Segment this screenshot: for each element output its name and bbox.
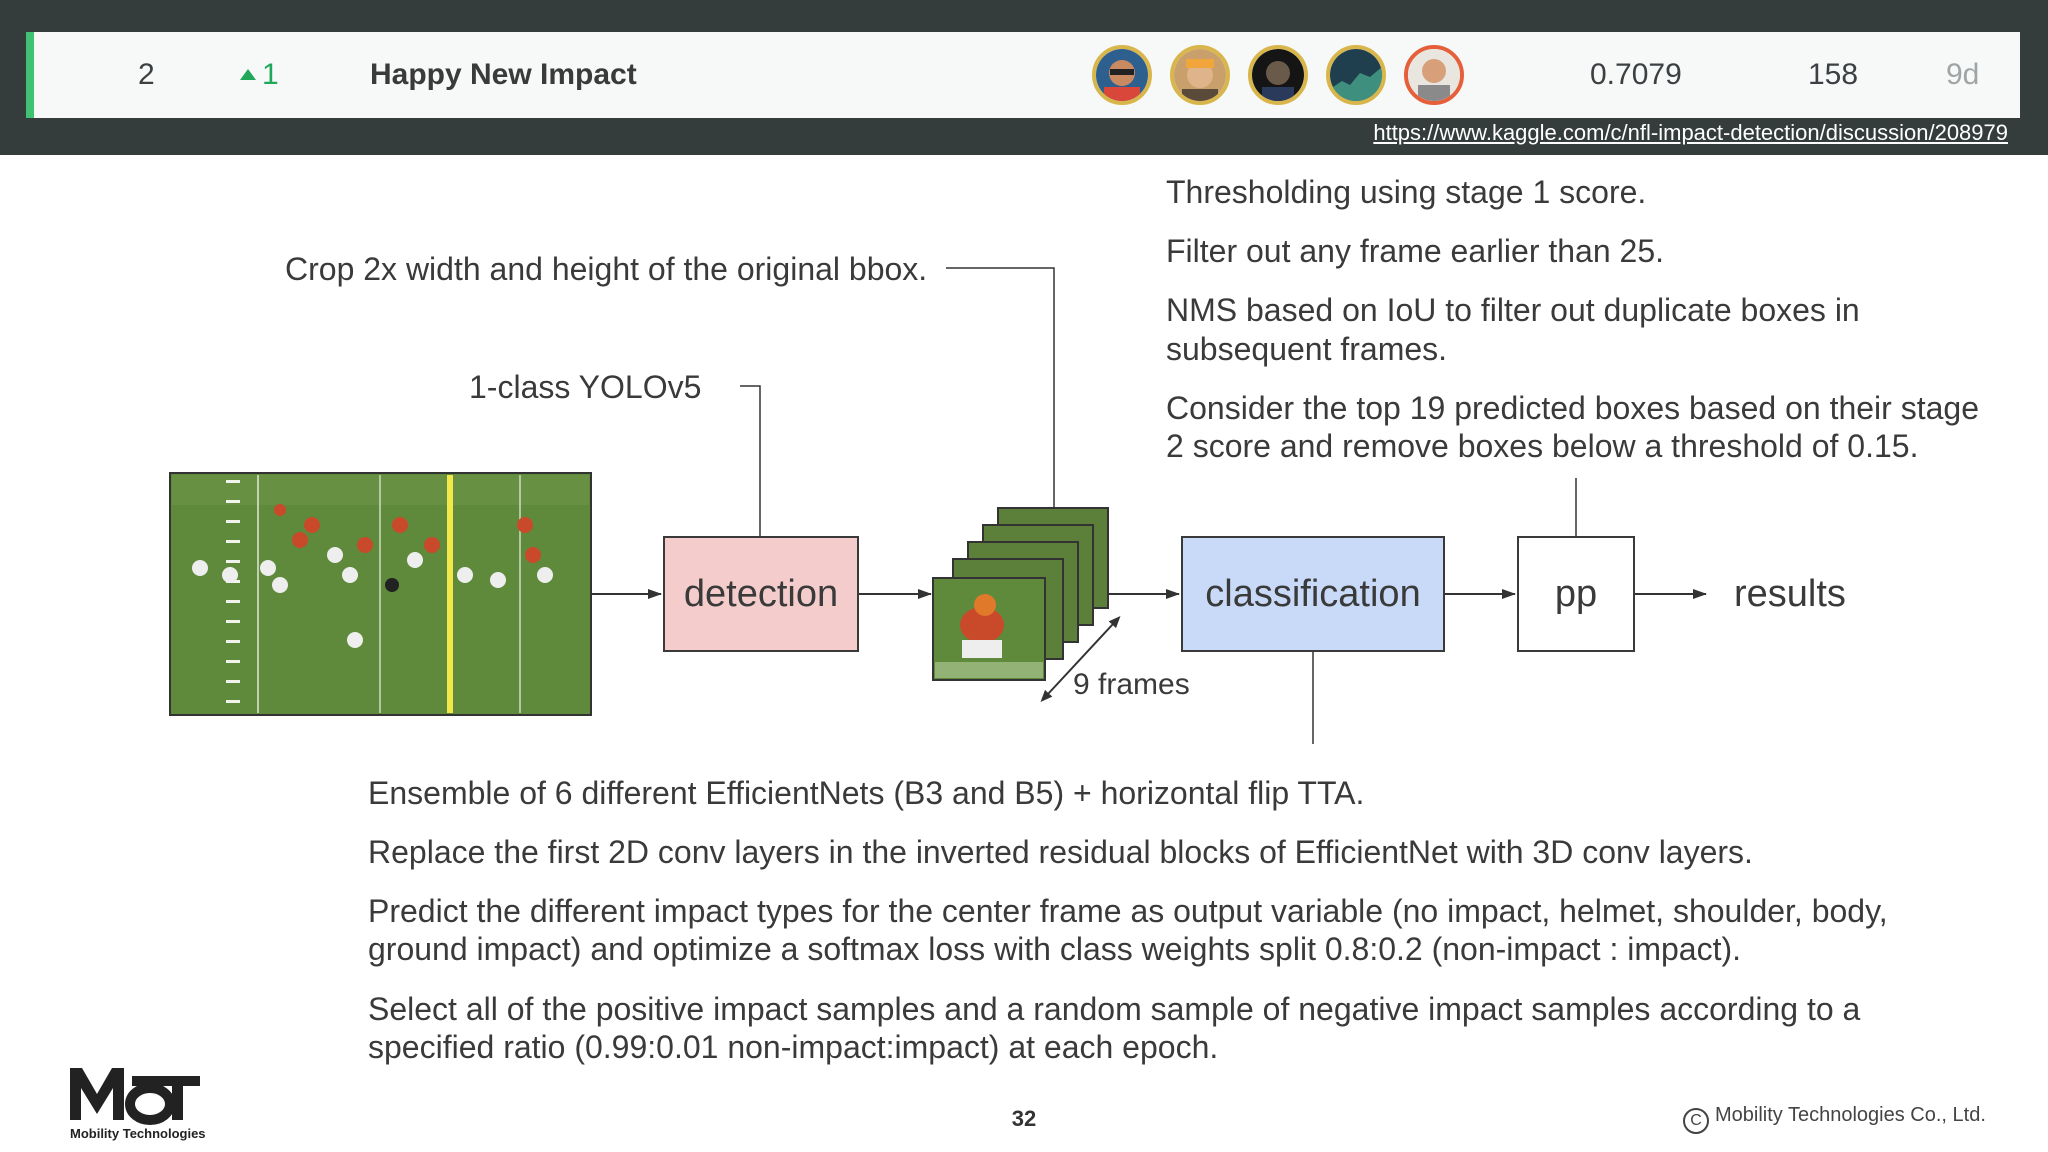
pp-note-line: 2 score and remove boxes below a thresho… [1166, 428, 1919, 464]
team-member-avatar[interactable] [1248, 45, 1308, 105]
classification-note-line: Ensemble of 6 different EfficientNets (B… [368, 775, 1365, 811]
pp-note-line: Thresholding using stage 1 score. [1166, 174, 1647, 210]
top-banner: 2 1 Happy New Impact 0.7079 158 9d https… [0, 0, 2048, 155]
classification-note-line: Predict the different impact types for t… [368, 893, 1888, 929]
crop-note: Crop 2x width and height of the original… [285, 251, 928, 287]
rank-change: 1 [240, 32, 279, 118]
mot-logo-icon [70, 1068, 200, 1125]
frames-depth-arrow [1040, 615, 1121, 703]
copyright: C Mobility Technologies Co., Ltd. [1683, 1104, 1986, 1134]
logo-text: Mobility Technologies [70, 1126, 206, 1141]
frames-label: 9 frames [1073, 668, 1190, 701]
classification-box: classification [1181, 536, 1445, 652]
leaderboard-last: 9d [1946, 58, 1980, 91]
frame-stack [932, 507, 1109, 681]
classification-note-line: ground impact) and optimize a softmax lo… [368, 931, 1742, 967]
pp-note-line: subsequent frames. [1166, 331, 1448, 367]
crop-callout-line [946, 267, 1055, 508]
team-member-avatar[interactable] [1326, 45, 1386, 105]
player-crop-image [932, 577, 1046, 681]
pp-note-line: Consider the top 19 predicted boxes base… [1166, 390, 1979, 426]
up-arrow-icon [240, 69, 256, 80]
copyright-icon: C [1683, 1108, 1709, 1134]
leaderboard-row[interactable]: 2 1 Happy New Impact 0.7079 158 9d [26, 32, 2020, 118]
team-member-avatar[interactable] [1404, 45, 1464, 105]
pp-note-line: Filter out any frame earlier than 25. [1166, 233, 1665, 269]
results-label: results [1734, 573, 1846, 615]
team-member-avatar[interactable] [1092, 45, 1152, 105]
page-number: 32 [1011, 1106, 1037, 1131]
discussion-link[interactable]: https://www.kaggle.com/c/nfl-impact-dete… [1373, 120, 2008, 145]
copyright-text: Mobility Technologies Co., Ltd. [1715, 1104, 1986, 1126]
team-member-avatar[interactable] [1170, 45, 1230, 105]
rank-change-value: 1 [262, 58, 279, 91]
detection-box: detection [663, 536, 859, 652]
yolo-note: 1-class YOLOv5 [469, 369, 702, 405]
team-name[interactable]: Happy New Impact [370, 58, 637, 91]
yolo-callout-line [740, 385, 761, 536]
leaderboard-rank: 2 [138, 58, 155, 91]
football-field-image [169, 472, 592, 716]
players [192, 504, 553, 648]
classification-note-line: specified ratio (0.99:0.01 non-impact:im… [368, 1029, 1219, 1065]
leaderboard-score: 0.7079 [1590, 58, 1682, 91]
pp-note-line: NMS based on IoU to filter out duplicate… [1166, 292, 1860, 328]
classification-note-line: Select all of the positive impact sample… [368, 991, 1861, 1027]
classification-note-line: Replace the first 2D conv layers in the … [368, 834, 1753, 870]
pp-box: pp [1517, 536, 1635, 652]
leaderboard-entries: 158 [1808, 58, 1859, 91]
